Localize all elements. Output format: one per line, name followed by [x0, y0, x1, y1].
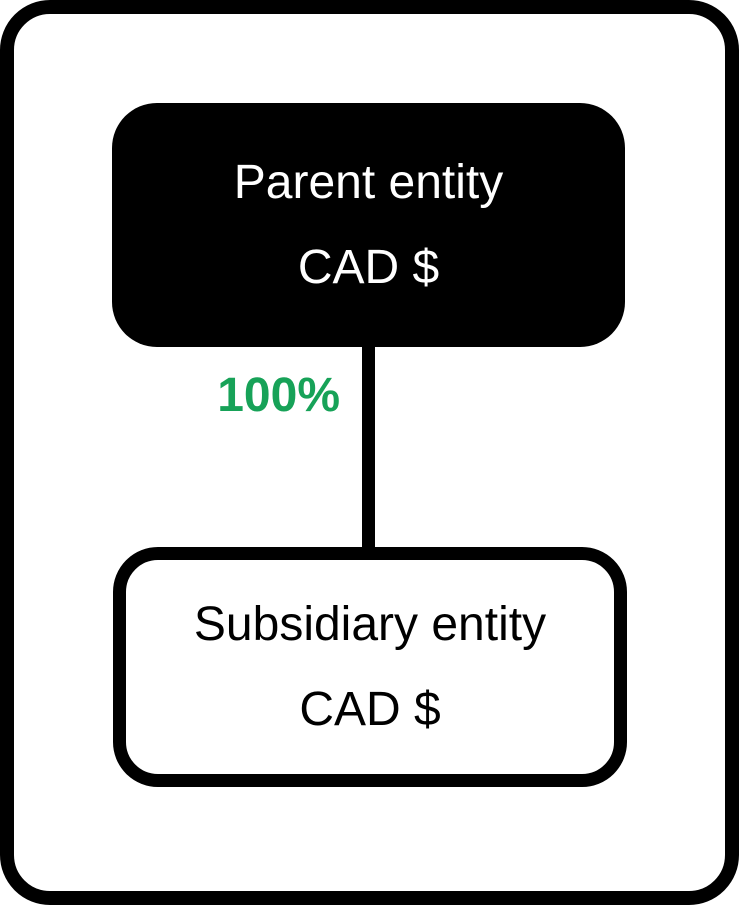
subsidiary-entity-name: Subsidiary entity	[193, 598, 547, 651]
subsidiary-entity-node: Subsidiary entity CAD $	[113, 547, 627, 787]
connector-line	[362, 340, 375, 555]
parent-entity-currency: CAD $	[297, 241, 440, 294]
subsidiary-entity-currency: CAD $	[299, 683, 441, 736]
parent-entity-name: Parent entity	[233, 156, 504, 209]
ownership-percentage-label: 100%	[217, 369, 340, 422]
parent-entity-node: Parent entity CAD $	[112, 103, 625, 347]
